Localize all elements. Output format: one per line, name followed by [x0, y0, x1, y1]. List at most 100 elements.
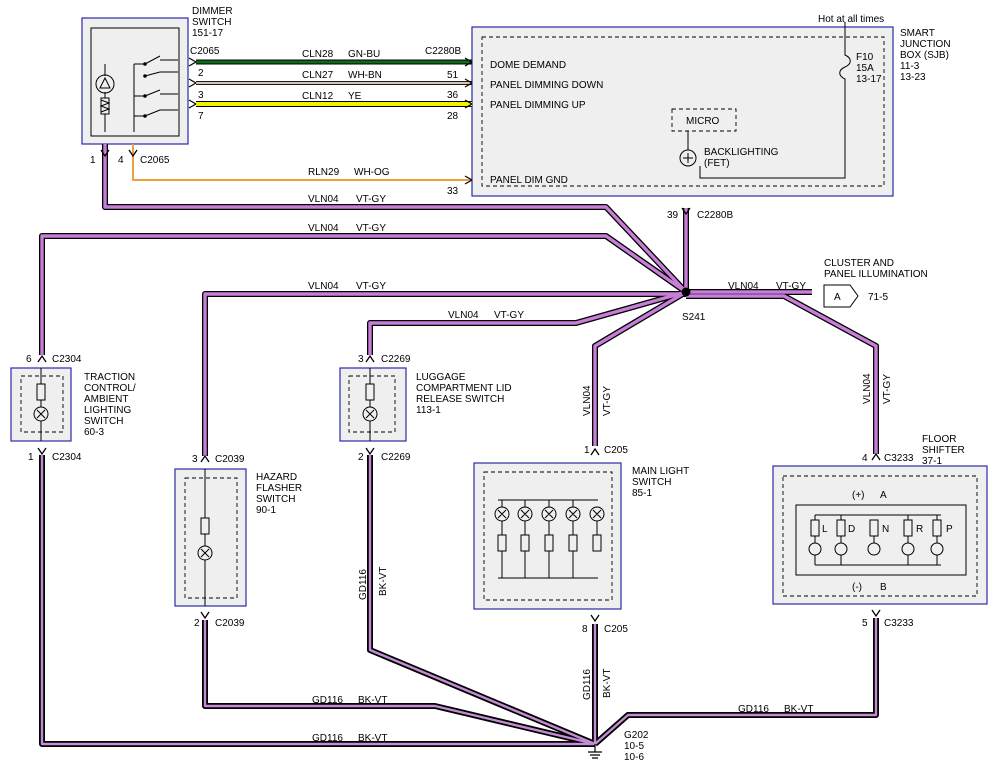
sjb-title-2: JUNCTION	[900, 39, 951, 50]
mainlight-title-1: MAIN LIGHT	[632, 466, 689, 477]
hazard-top-pin: 3	[192, 454, 198, 465]
ground-ref-1: 10-5	[624, 741, 644, 752]
label-bkvt-4: BK-VT	[358, 733, 387, 744]
luggage-ref: 113-1	[416, 405, 441, 416]
shifter-b: B	[880, 582, 887, 593]
mainlight-bot-conn: C205	[604, 624, 628, 635]
traction-title-5: SWITCH	[84, 416, 123, 427]
luggage-title-3: RELEASE SWITCH	[416, 394, 504, 405]
splice-s241: S241	[681, 287, 706, 323]
sjb-hot-label: Hot at all times	[818, 14, 884, 25]
luggage-top-conn: C2269	[381, 354, 411, 365]
luggage-top-pin: 3	[358, 354, 364, 365]
sjb-pin-33: 33	[447, 186, 459, 197]
label-cln12: CLN12	[302, 91, 334, 102]
sjb-pin-36: 36	[447, 90, 459, 101]
cluster-ref: 71-5	[868, 292, 888, 303]
main-light-switch: MAIN LIGHT SWITCH 85-1 1 C205 8 C205	[473, 445, 689, 635]
hazard-ref: 90-1	[256, 505, 276, 516]
backlighting-label-1: BACKLIGHTING	[704, 147, 779, 158]
sjb-ref-2: 13-23	[900, 72, 926, 83]
gear-n: N	[882, 524, 889, 535]
label-vln04-7: VLN04	[862, 373, 873, 404]
shifter-ref: 37-1	[922, 456, 942, 467]
label-vtgy-7: VT-GY	[882, 374, 893, 404]
shifter-plus: (+)	[852, 490, 865, 501]
connector-chevrons	[37, 149, 881, 623]
luggage-title-2: COMPARTMENT LID	[416, 383, 512, 394]
label-vln04-5: VLN04	[728, 281, 759, 292]
fuse-ref: 13-17	[856, 74, 882, 85]
traction-ref: 60-3	[84, 427, 104, 438]
dimmer-connector-2: C2065	[140, 155, 170, 166]
hazard-bot-pin: 2	[194, 618, 200, 629]
sjb-input-dome: DOME DEMAND	[490, 60, 566, 71]
traction-bot-conn: C2304	[52, 452, 82, 463]
traction-title-2: CONTROL/	[84, 383, 136, 394]
label-bkvt-5: BK-VT	[784, 704, 813, 715]
dimmer-title-1: DIMMER	[192, 6, 233, 17]
traction-top-pin: 6	[26, 354, 32, 365]
traction-bot-pin: 1	[28, 452, 34, 463]
label-bkvt-3: BK-VT	[358, 695, 387, 706]
label-vln04-4: VLN04	[448, 310, 479, 321]
label-vln04-6: VLN04	[582, 385, 593, 416]
gear-d: D	[848, 524, 855, 535]
smart-junction-box: Hot at all times SMART JUNCTION BOX (SJB…	[425, 14, 951, 221]
sjb-title-3: BOX (SJB)	[900, 50, 949, 61]
ground-g202: G202 10-5 10-6	[588, 730, 649, 763]
label-vln04-1: VLN04	[308, 194, 339, 205]
hazard-flasher-switch: HAZARD FLASHER SWITCH 90-1 3 C2039 2 C20…	[174, 454, 302, 629]
sjb-pin-51: 51	[447, 70, 459, 81]
mainlight-top-conn: C205	[604, 445, 628, 456]
label-cln28: CLN28	[302, 49, 334, 60]
label-gd116-3: GD116	[312, 695, 343, 706]
label-vtgy-2: VT-GY	[356, 223, 386, 234]
shifter-title-1: FLOOR	[922, 434, 956, 445]
label-vtgy-1: VT-GY	[356, 194, 386, 205]
fuse-name: F10	[856, 52, 874, 63]
label-vln04-3: VLN04	[308, 281, 339, 292]
traction-title-3: AMBIENT	[84, 394, 128, 405]
label-gd116-5: GD116	[738, 704, 769, 715]
sjb-title-1: SMART	[900, 28, 935, 39]
shifter-bot-conn: C3233	[884, 618, 914, 629]
hazard-title-1: HAZARD	[256, 472, 297, 483]
sjb-input-dim-gnd: PANEL DIM GND	[490, 175, 568, 186]
luggage-bot-pin: 2	[358, 452, 364, 463]
dimmer-title-2: SWITCH	[192, 17, 231, 28]
shifter-minus: (-)	[852, 582, 862, 593]
label-wh-bn: WH-BN	[348, 70, 382, 81]
label-rln29: RLN29	[308, 167, 340, 178]
luggage-title-1: LUGGAGE	[416, 372, 466, 383]
shifter-bot-pin: 5	[862, 618, 868, 629]
sjb-pin-28: 28	[447, 111, 459, 122]
gear-l: L	[822, 524, 828, 535]
luggage-bot-conn: C2269	[381, 452, 411, 463]
micro-label: MICRO	[686, 116, 720, 127]
sjb-connector-bottom: C2280B	[697, 210, 733, 221]
hazard-title-3: SWITCH	[256, 494, 295, 505]
shifter-top-conn: C3233	[884, 453, 914, 464]
dimmer-pin-2: 2	[198, 68, 204, 79]
cluster-title-2: PANEL ILLUMINATION	[824, 269, 928, 280]
shifter-a: A	[880, 490, 887, 501]
label-wh-og: WH-OG	[354, 167, 390, 178]
traction-title-1: TRACTION	[84, 372, 135, 383]
label-bkvt-1: BK-VT	[378, 567, 389, 596]
label-gd116-1: GD116	[358, 569, 369, 600]
cluster-title-1: CLUSTER AND	[824, 258, 894, 269]
dimmer-pin-7: 7	[198, 111, 204, 122]
hazard-bot-conn: C2039	[215, 618, 245, 629]
dimmer-pin-3: 3	[198, 90, 204, 101]
dimmer-pin-4: 4	[118, 155, 124, 166]
label-gn-bu: GN-BU	[348, 49, 380, 60]
label-vtgy-5: VT-GY	[776, 281, 806, 292]
label-gd116-2: GD116	[582, 669, 593, 700]
ground-name: G202	[624, 730, 649, 741]
sjb-ref-1: 11-3	[900, 61, 920, 72]
gear-p: P	[946, 524, 953, 535]
mainlight-ref: 85-1	[632, 488, 652, 499]
cluster-pin: A	[834, 292, 841, 303]
